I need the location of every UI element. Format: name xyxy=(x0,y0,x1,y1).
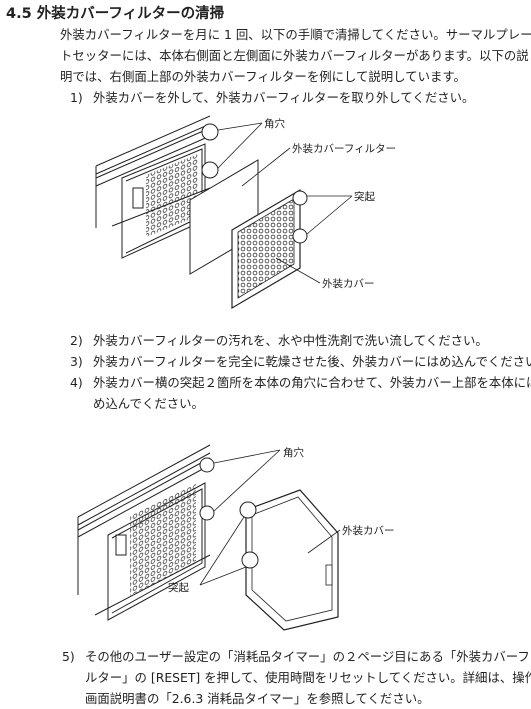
step-text: その他のユーザー設定の「消耗品タイマー」の２ページ目にある「外装カバーフィ xyxy=(85,649,531,664)
step-text-cont: め込んでください。 xyxy=(93,396,204,411)
step-text-cont: 画面説明書の「2.6.3 消耗品タイマー」を参照してください。 xyxy=(85,691,430,706)
machine-grille xyxy=(130,483,196,596)
step-text: 外装カバーを外して、外装カバーフィルターを取り外してください。 xyxy=(93,90,475,105)
label-cover: 外装カバー xyxy=(342,525,395,537)
step-number: 2) xyxy=(70,333,83,348)
figure-remove-cover: 角穴 外装カバーフィルター 突起 外装カバー xyxy=(0,108,531,318)
intro-paragraph: 外装カバーフィルターを月に 1 回、以下の手順で清掃してください。サーマルプレー… xyxy=(60,24,531,87)
label-cover: 外装カバー xyxy=(322,278,375,290)
step-text-cont: ルター」の [RESET] を押して、使用時間をリセットしてください。詳細は、操… xyxy=(85,670,531,685)
label-protrusion: 突起 xyxy=(354,191,375,203)
step-number: 3) xyxy=(70,354,83,369)
hole-lower xyxy=(199,505,215,521)
cover-side xyxy=(245,489,339,631)
step-number: 5) xyxy=(62,649,75,664)
section-number: 4.5 xyxy=(6,6,32,22)
label-filter: 外装カバーフィルター xyxy=(292,143,397,155)
machine-grille xyxy=(146,154,198,238)
cover-panel xyxy=(231,188,301,310)
intro-line: 明では、右側面上部の外装カバーフィルターを例にして説明しています。 xyxy=(60,69,466,84)
protrusion-upper xyxy=(239,501,257,519)
protrusion-lower xyxy=(292,228,308,244)
section-heading: 4.5 外装カバーフィルターの清掃 xyxy=(6,2,224,23)
step-text: 外装カバーフィルターの汚れを、水や中性洗剤で洗い流してください。 xyxy=(93,333,488,348)
hole-upper xyxy=(201,123,219,141)
section-title: 外装カバーフィルターの清掃 xyxy=(36,6,225,22)
label-hole: 角穴 xyxy=(264,118,285,130)
figure-1-drawing xyxy=(95,115,353,310)
protrusion-upper xyxy=(292,190,308,206)
hole-lower xyxy=(201,161,219,179)
label-hole: 角穴 xyxy=(283,447,304,459)
step-number: 4) xyxy=(70,375,83,390)
step-number: 1) xyxy=(70,90,83,105)
protrusion-lower xyxy=(241,551,259,569)
intro-line: トセッターには、本体右側面と左側面に外装カバーフィルターがあります。以下の説 xyxy=(60,48,529,63)
step-text: 外装カバー横の突起２箇所を本体の角穴に合わせて、外装カバー上部を本体には xyxy=(93,375,531,390)
figure-2-drawing xyxy=(77,444,341,631)
label-protrusion: 突起 xyxy=(168,582,189,594)
step-text: 外装カバーフィルターを完全に乾燥させた後、外装カバーにはめ込んでください。 xyxy=(93,354,531,369)
intro-line: 外装カバーフィルターを月に 1 回、以下の手順で清掃してください。サーマルプレー xyxy=(60,27,531,42)
hole-upper xyxy=(199,457,215,473)
figure-attach-cover: 角穴 外装カバー 突起 xyxy=(0,425,531,640)
